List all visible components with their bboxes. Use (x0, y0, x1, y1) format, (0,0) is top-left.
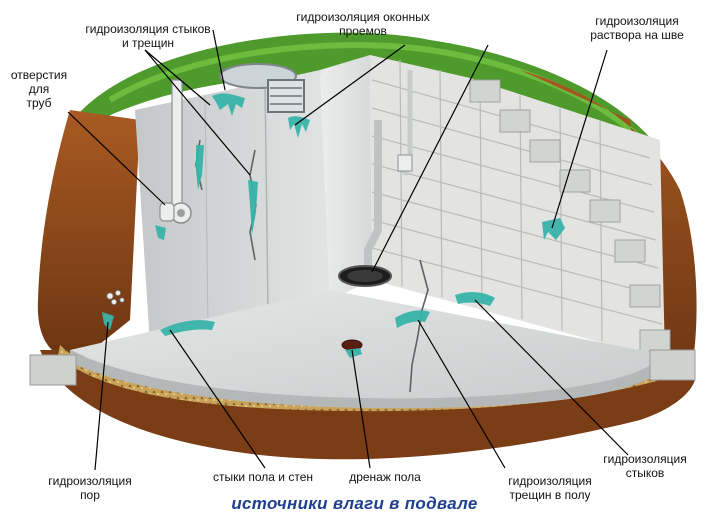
floor-slab (70, 290, 665, 399)
diagram-caption: источники влаги в подвале (231, 494, 478, 513)
soil-left (37, 110, 140, 360)
left-corner-block (29, 354, 77, 386)
label-floor-drain: дренаж пола (349, 470, 421, 484)
back-wall (320, 55, 372, 300)
right-corner-block (649, 349, 696, 381)
block-mortar-lines (371, 59, 663, 342)
label-joints-cracks: гидроизоляция стыков и трещин (85, 22, 211, 50)
label-floor-cracks: гидроизоляция трещин в полу (508, 474, 592, 502)
label-pipe-holes: отверстия для труб (10, 68, 68, 110)
pipe-vertical (171, 79, 183, 211)
sealant-patches (102, 93, 565, 358)
block-ends (469, 79, 671, 353)
label-window-openings: гидроизоляция оконных проемов (296, 10, 430, 38)
sump-pipe (364, 120, 382, 268)
label-joints: гидроизоляция стыков (603, 452, 687, 480)
pore-bubbles (106, 290, 125, 305)
floor-edge (70, 350, 665, 409)
left-wall (135, 70, 330, 345)
grass-surface (80, 32, 660, 160)
leader-lines (67, 29, 629, 471)
label-floor-wall-joints: стыки пола и стен (212, 470, 314, 484)
soil-bottom (40, 350, 695, 460)
label-mortar-seam: гидроизоляция раствора на шве (590, 14, 684, 42)
label-pores: гидроизоляция пор (48, 474, 132, 502)
